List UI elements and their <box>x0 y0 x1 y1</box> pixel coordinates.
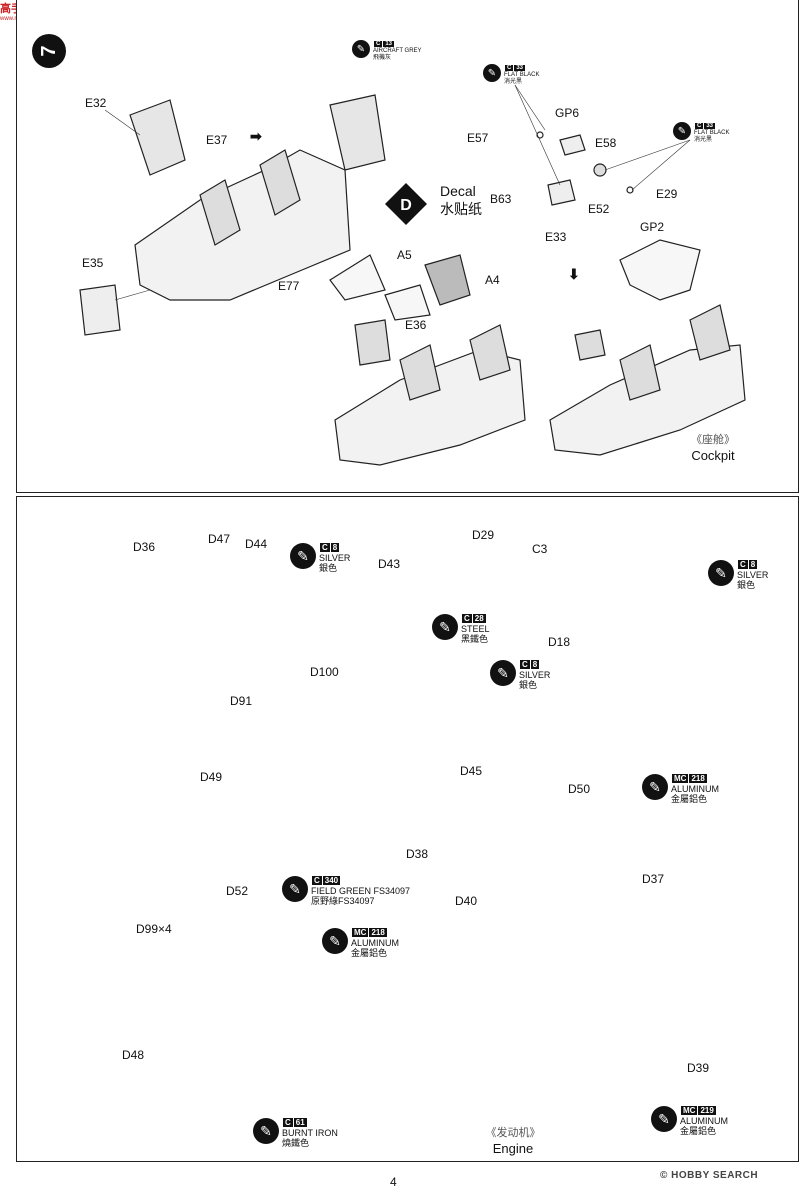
part-label: E33 <box>545 230 567 244</box>
part-label: D43 <box>378 557 401 571</box>
part-label: GP6 <box>555 106 580 120</box>
step-arrow: ⬇ <box>568 266 580 282</box>
part-label: D49 <box>200 770 223 784</box>
part-label: E29 <box>656 187 678 201</box>
paint-brush-icon: ✎ <box>490 660 516 686</box>
paint-brush-icon: ✎ <box>642 774 668 800</box>
part-label: D50 <box>568 782 591 796</box>
part-label: E36 <box>405 318 427 332</box>
engine-caption: 《发动机》 Engine <box>485 1127 541 1156</box>
paint-brush-icon: ✎ <box>483 64 501 82</box>
part-label: A4 <box>485 273 500 287</box>
part-label: D18 <box>548 635 571 649</box>
part-label: D91 <box>230 694 253 708</box>
part-label: D36 <box>133 540 156 554</box>
part-label: D45 <box>460 764 483 778</box>
part-label: D48 <box>122 1048 145 1062</box>
paint-brush-icon: ✎ <box>708 560 734 586</box>
paint-brush-icon: ✎ <box>253 1118 279 1144</box>
part-label: D52 <box>226 884 249 898</box>
part-label: D44 <box>245 537 268 551</box>
part-label: E35 <box>82 256 104 270</box>
part-label: GP2 <box>640 220 665 234</box>
part-label: D37 <box>642 872 665 886</box>
footer-watermark: © HOBBY SEARCH <box>660 1170 759 1181</box>
engine-step-panel <box>16 496 799 1162</box>
part-label: E58 <box>595 136 617 150</box>
part-label: E77 <box>278 279 300 293</box>
part-label: D40 <box>455 894 478 908</box>
part-label: D99×4 <box>136 922 172 936</box>
paint-brush-icon: ✎ <box>290 543 316 569</box>
paint-brush-icon: ✎ <box>352 40 370 58</box>
paint-brush-icon: ✎ <box>673 122 691 140</box>
paint-brush-icon: ✎ <box>651 1106 677 1132</box>
svg-text:D: D <box>400 197 412 214</box>
decal-label: Decal 水贴纸 <box>440 183 482 217</box>
part-label: D38 <box>406 847 429 861</box>
paint-brush-icon: ✎ <box>282 876 308 902</box>
paint-brush-icon: ✎ <box>322 928 348 954</box>
part-label: A5 <box>397 248 412 262</box>
part-label: C3 <box>532 542 548 556</box>
part-label: D29 <box>472 528 495 542</box>
part-label: D47 <box>208 532 231 546</box>
step-arrow: ➡ <box>250 128 262 144</box>
part-label: E52 <box>588 202 610 216</box>
part-label: E32 <box>85 96 107 110</box>
page-number: 4 <box>390 1175 397 1189</box>
part-label: B63 <box>490 192 512 206</box>
part-label: D100 <box>310 665 339 679</box>
part-label: E57 <box>467 131 489 145</box>
part-label: E37 <box>206 133 228 147</box>
decal-icon: D <box>385 183 427 225</box>
part-label: D39 <box>687 1061 710 1075</box>
cockpit-caption: 《座舱》 Cockpit <box>691 434 735 463</box>
paint-brush-icon: ✎ <box>432 614 458 640</box>
